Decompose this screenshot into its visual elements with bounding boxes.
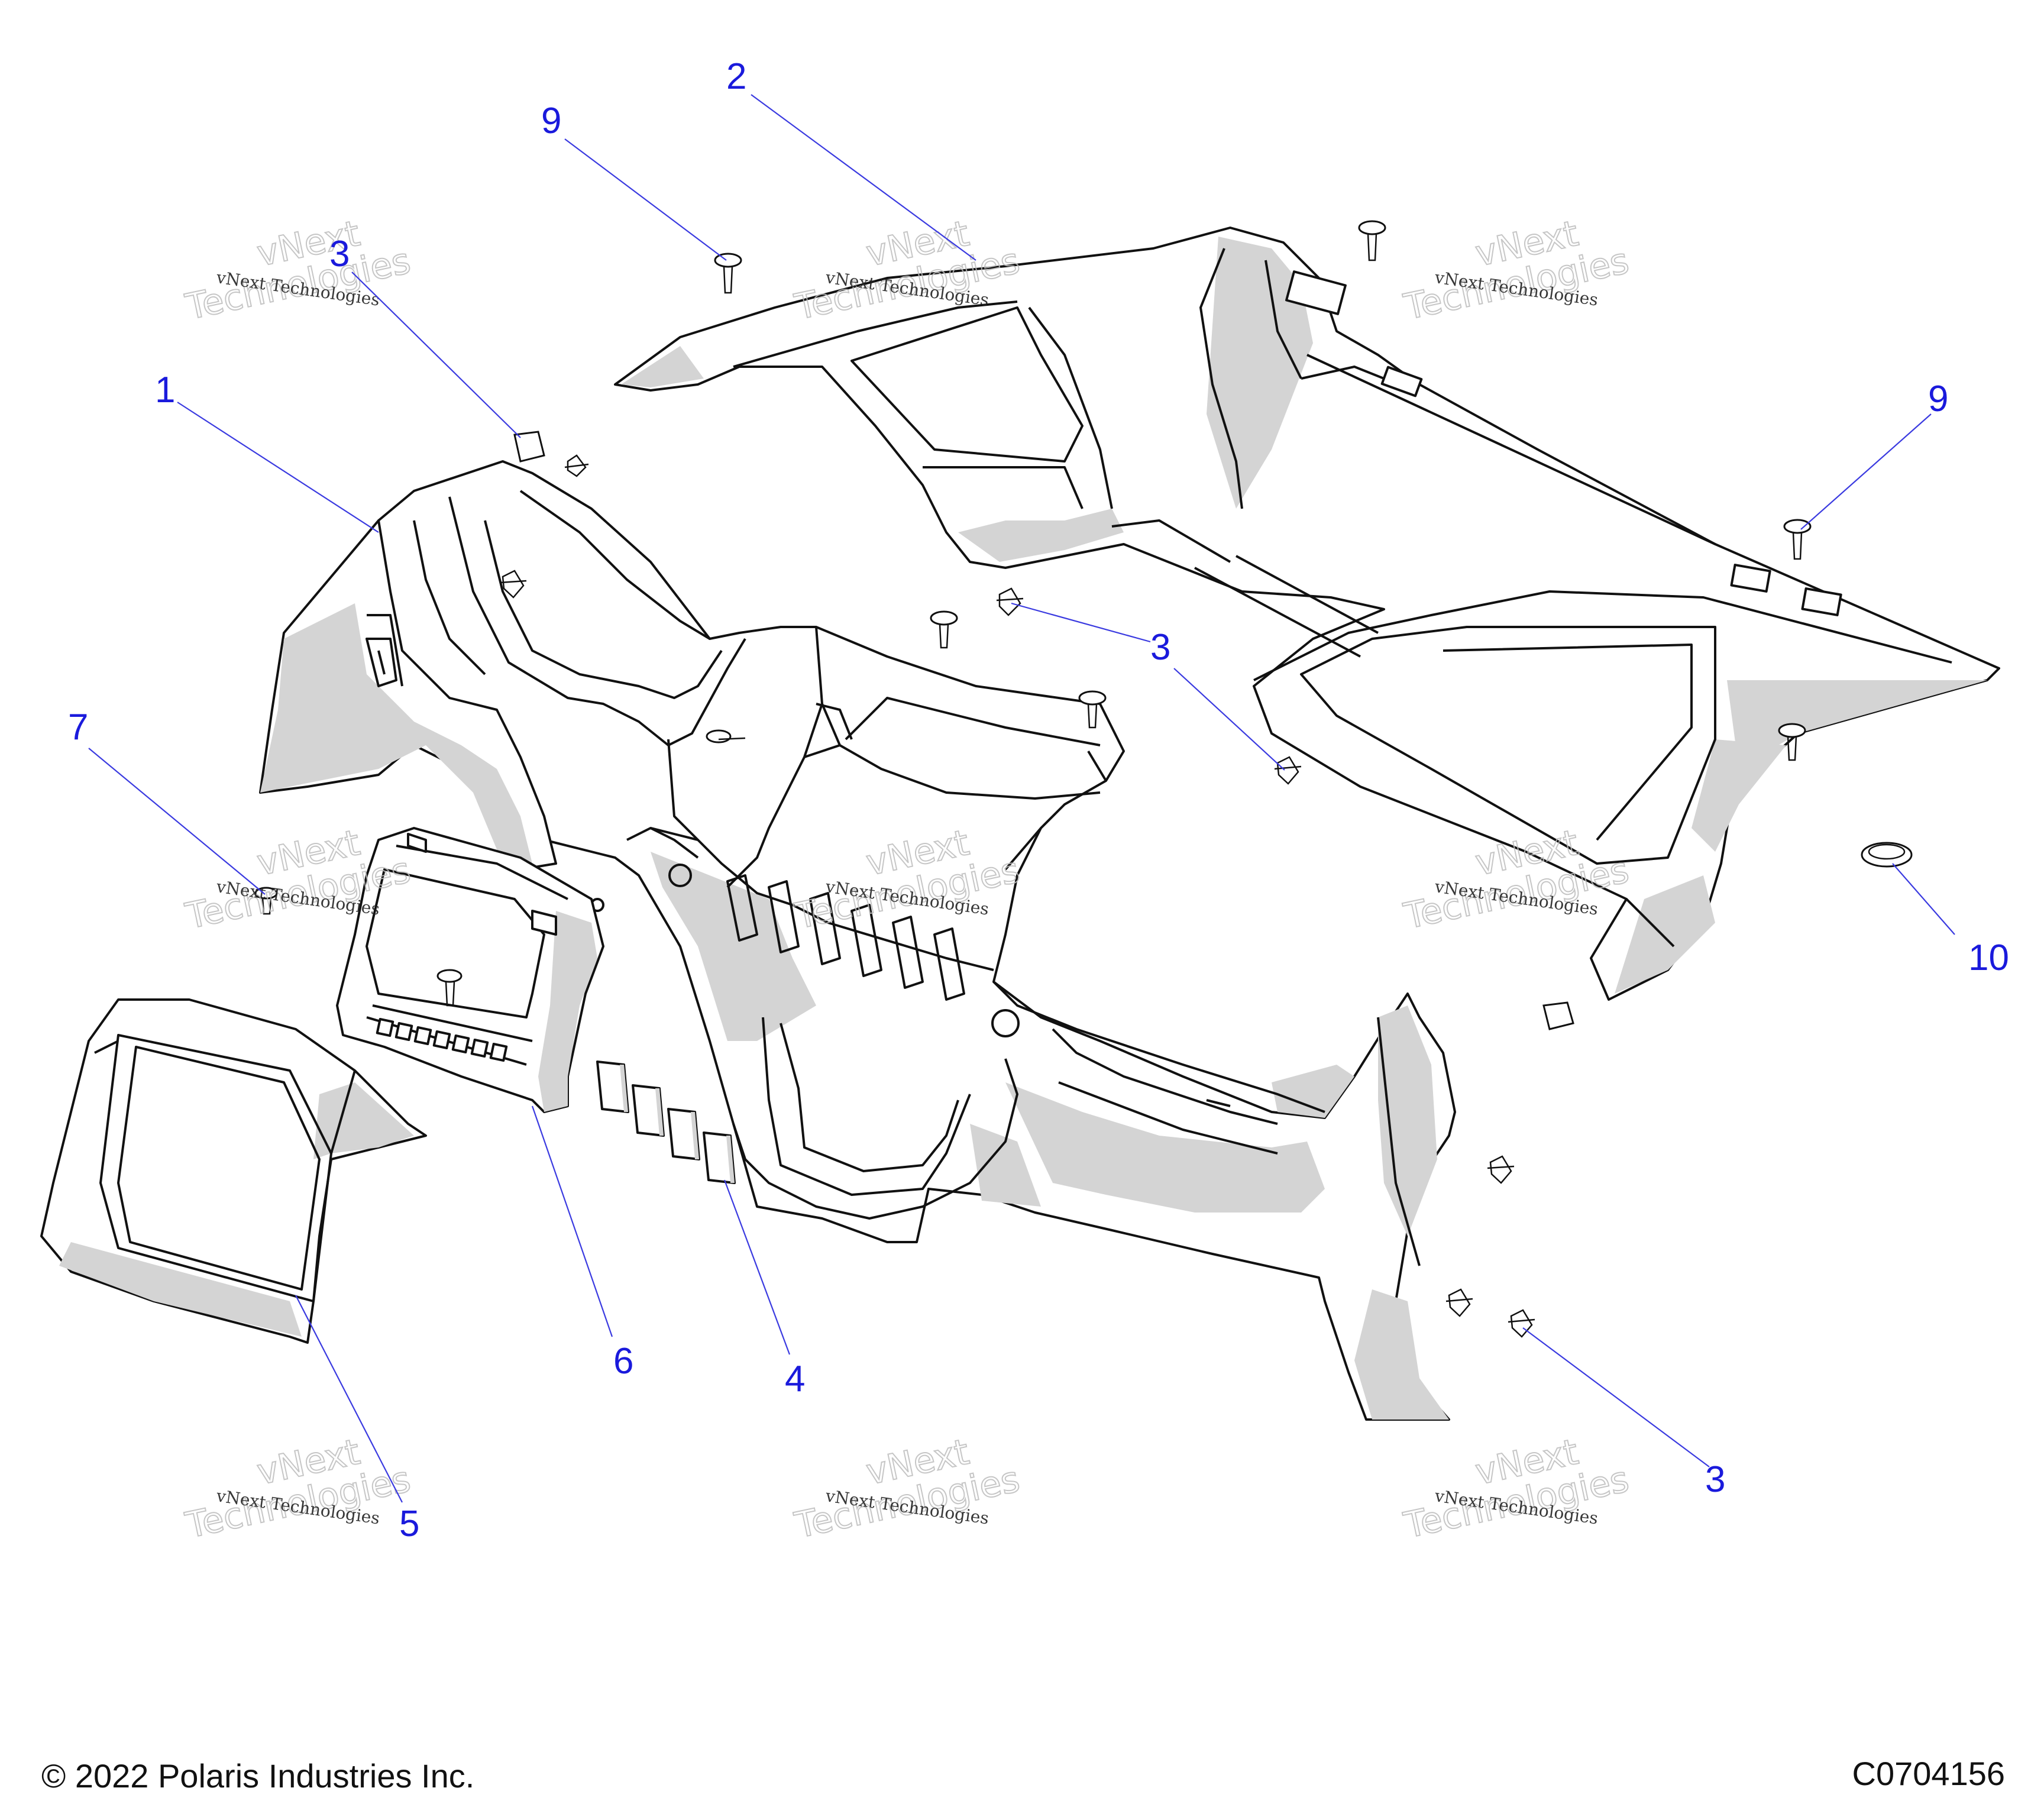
callout-3-lower-right: 3 (1705, 1459, 1725, 1500)
leader-line-9a (564, 138, 727, 261)
callout-labels: 1 2 3 3 3 4 5 6 7 9 9 10 (68, 56, 2009, 1544)
callout-3-center: 3 (1150, 627, 1170, 668)
figure-code: C0704156 (1852, 1755, 2005, 1792)
upper-dash-panel-drawing (614, 227, 2000, 1001)
leader-line-9b (1800, 413, 1932, 530)
callout-9-top-left: 9 (541, 101, 561, 141)
callout-7: 7 (68, 707, 88, 748)
leader-line-4 (723, 1179, 791, 1355)
leader-line-3b (1011, 602, 1151, 643)
callout-5: 5 (399, 1504, 419, 1544)
callout-10: 10 (1968, 937, 2009, 978)
watermark: vNext Technologies vNext Technologies (182, 1431, 415, 1547)
watermark: vNext Technologies vNext Technologies (1400, 212, 1634, 329)
leader-line-1 (177, 402, 379, 533)
leader-line-3c (1522, 1327, 1710, 1467)
display-bezel-drawing (40, 998, 427, 1344)
copyright-notice: © 2022 Polaris Industries Inc. (41, 1757, 475, 1795)
callout-3-top-left: 3 (329, 234, 350, 274)
leader-line-3a (351, 271, 521, 438)
callout-4: 4 (785, 1359, 805, 1399)
callout-1: 1 (155, 370, 175, 410)
callout-2: 2 (726, 56, 746, 97)
leader-line-10 (1892, 863, 1955, 935)
leader-line-7 (88, 748, 266, 895)
leader-line-6 (531, 1105, 613, 1337)
watermark: vNext Technologies vNext Technologies (182, 212, 415, 329)
leader-line-5 (295, 1295, 403, 1503)
callout-9-right: 9 (1928, 379, 1948, 419)
fasteners (254, 220, 1913, 1338)
leader-line-3b2 (1173, 668, 1285, 771)
display-housing-drawing (336, 827, 604, 1113)
callout-6: 6 (613, 1341, 633, 1382)
watermark: vNext Technologies vNext Technologies (1400, 1431, 1634, 1547)
watermark: vNext Technologies vNext Technologies (791, 1431, 1024, 1547)
leader-lines (88, 94, 1955, 1503)
dashboard-main-drawing (259, 460, 1456, 1421)
switch-blanks-drawing (596, 1061, 736, 1184)
leader-line-2 (751, 94, 976, 261)
